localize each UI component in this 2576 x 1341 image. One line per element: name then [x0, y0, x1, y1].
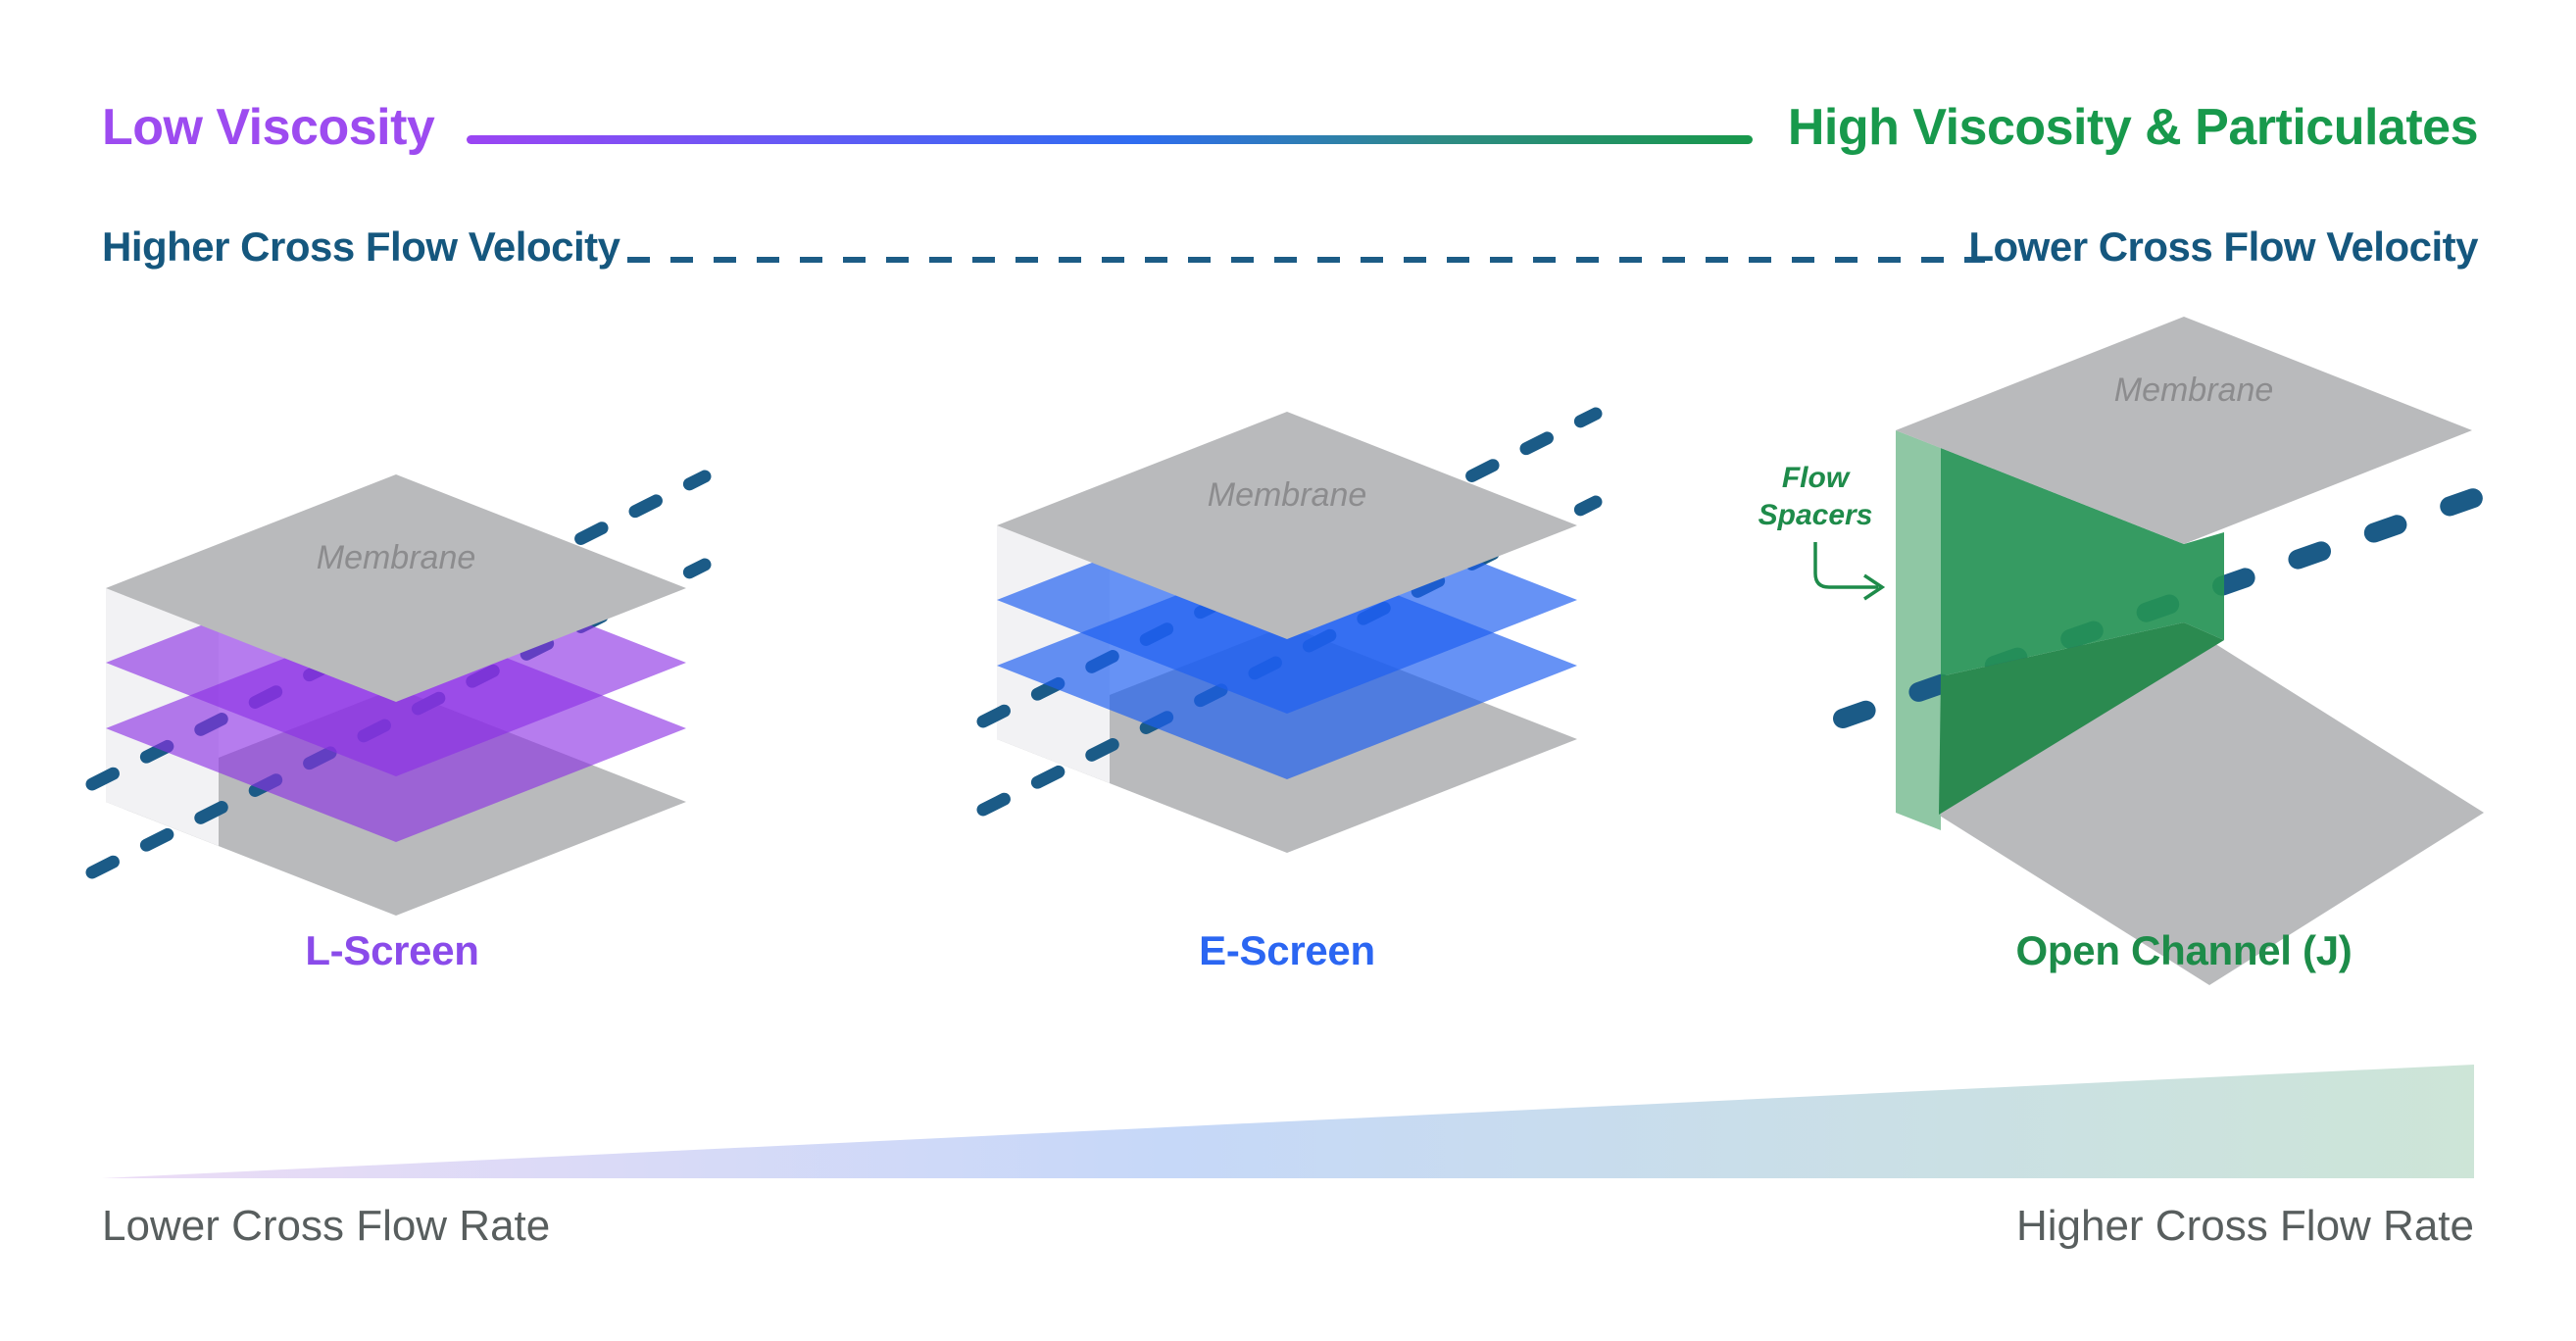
high-viscosity-label: High Viscosity & Particulates — [1787, 99, 2479, 156]
viscosity-gradient-line — [467, 135, 1753, 144]
membrane-top-sheet — [1896, 317, 2472, 544]
flow-spacers-label-line1: Flow — [1782, 462, 1851, 494]
e-screen-layer-lower — [997, 552, 1577, 779]
l-screen-label: L-Screen — [305, 927, 479, 973]
channel-bottom-face — [1939, 622, 2224, 815]
flow-spacer-side-face — [1896, 430, 1941, 830]
cross-flow-dash-line-1 — [976, 407, 1603, 728]
open-channel-face — [1941, 448, 2224, 676]
e-screen-label: E-Screen — [1199, 927, 1375, 973]
open-channel-diagram: Membrane Flow Spacers — [1759, 317, 2514, 985]
membrane-label: Membrane — [317, 539, 476, 576]
cross-flow-velocity-dashed-line — [627, 257, 1985, 263]
l-screen-layer-lower — [106, 615, 686, 842]
e-screen-diagram: Membrane — [976, 407, 1603, 853]
cross-flow-rate-triangle — [102, 1065, 2474, 1178]
l-screen-diagram: Membrane — [85, 470, 712, 916]
membrane-label: Membrane — [2114, 372, 2274, 409]
open-channel-label: Open Channel (J) — [2015, 927, 2353, 973]
membrane-top-sheet — [997, 412, 1577, 639]
flow-spacers-arrow — [1813, 542, 1878, 589]
higher-cross-flow-rate-label: Higher Cross Flow Rate — [2015, 1202, 2474, 1250]
flow-spacers-arrowhead — [1863, 573, 1886, 601]
lower-cross-flow-velocity-label: Lower Cross Flow Velocity — [1968, 224, 2478, 270]
lower-cross-flow-rate-label: Lower Cross Flow Rate — [102, 1202, 551, 1250]
higher-cross-flow-velocity-label: Higher Cross Flow Velocity — [102, 224, 620, 270]
membrane-label: Membrane — [1208, 476, 1367, 514]
membrane-top-sheet — [106, 474, 686, 702]
low-viscosity-label: Low Viscosity — [102, 99, 435, 156]
cross-flow-dash-line-1 — [85, 470, 712, 791]
flow-spacers-label-line2: Spacers — [1759, 499, 1873, 531]
